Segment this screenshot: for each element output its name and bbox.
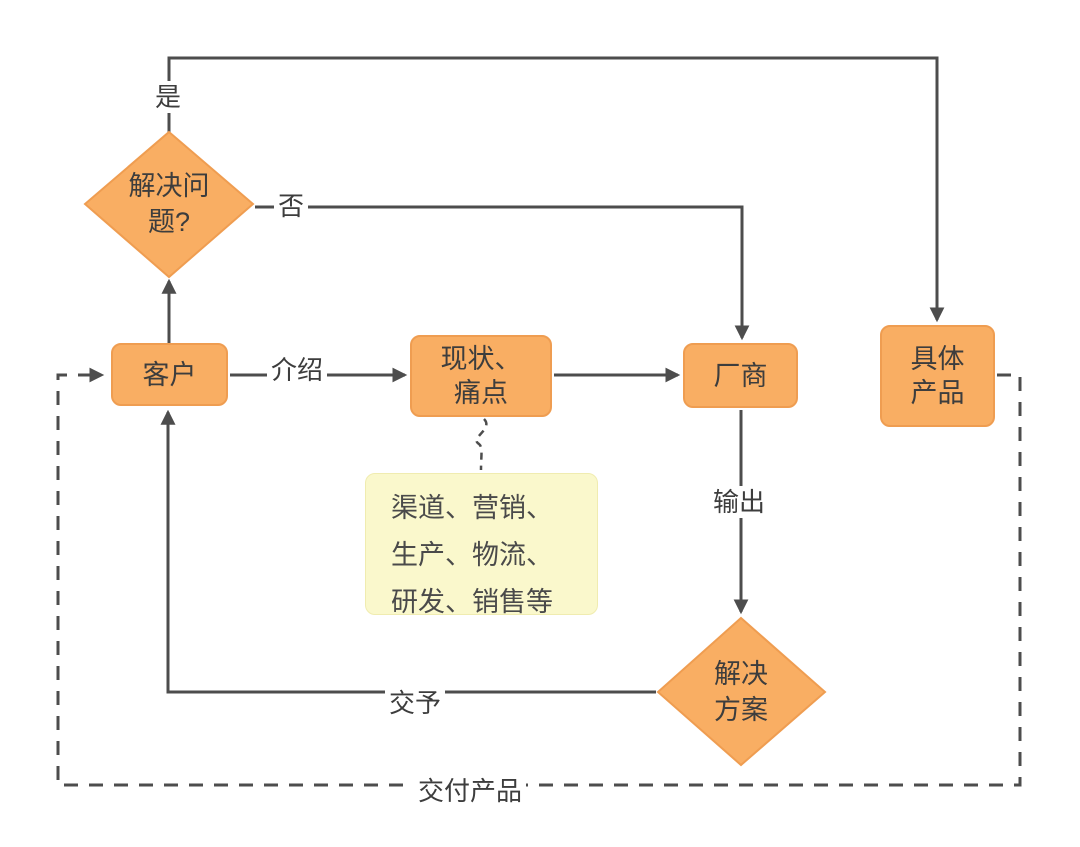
decision-problem-solved: 解决问 题?	[94, 163, 244, 245]
node-status-painpoints: 现状、 痛点	[410, 335, 552, 417]
note-line3: 研发、销售等	[391, 587, 553, 617]
node-status-painpoints-line1: 现状、	[440, 344, 522, 374]
decision-solution-shape	[656, 616, 827, 767]
connector-yes-to-product	[167, 56, 945, 323]
connector-solution-to-customer	[160, 409, 656, 694]
label-introduce: 介绍	[266, 354, 328, 386]
label-no: 否	[273, 190, 309, 222]
note-line1: 渠道、营销、	[391, 493, 553, 523]
node-status-painpoints-line2: 痛点	[454, 378, 508, 408]
label-hand-over: 交予	[384, 687, 446, 719]
connector-status-to-note	[475, 418, 488, 471]
decision-solution-line2: 方案	[714, 695, 768, 725]
label-yes: 是	[150, 81, 186, 113]
node-customer: 客户	[111, 343, 228, 406]
note-business-areas: 渠道、营销、 生产、物流、 研发、销售等	[365, 473, 598, 617]
node-vendor: 厂商	[683, 343, 798, 408]
node-vendor-label: 厂商	[713, 360, 768, 391]
decision-problem-solved-line2: 题?	[147, 207, 191, 237]
decision-problem-solved-line1: 解决问	[128, 171, 210, 201]
note-line2: 生产、物流、	[391, 540, 553, 570]
node-concrete-product-line1: 具体	[910, 344, 965, 374]
connector-deliver-product-loop	[56, 367, 1022, 787]
label-deliver-product: 交付产品	[413, 775, 527, 807]
node-customer-label: 客户	[142, 359, 197, 390]
decision-problem-solved-shape	[83, 130, 255, 279]
decision-solution-line1: 解决	[714, 659, 768, 689]
label-output: 输出	[708, 486, 770, 518]
decision-solution: 解决 方案	[666, 651, 816, 733]
node-concrete-product-line2: 产品	[910, 378, 965, 408]
connector-no-to-vendor	[255, 205, 750, 341]
node-concrete-product: 具体 产品	[880, 325, 995, 427]
